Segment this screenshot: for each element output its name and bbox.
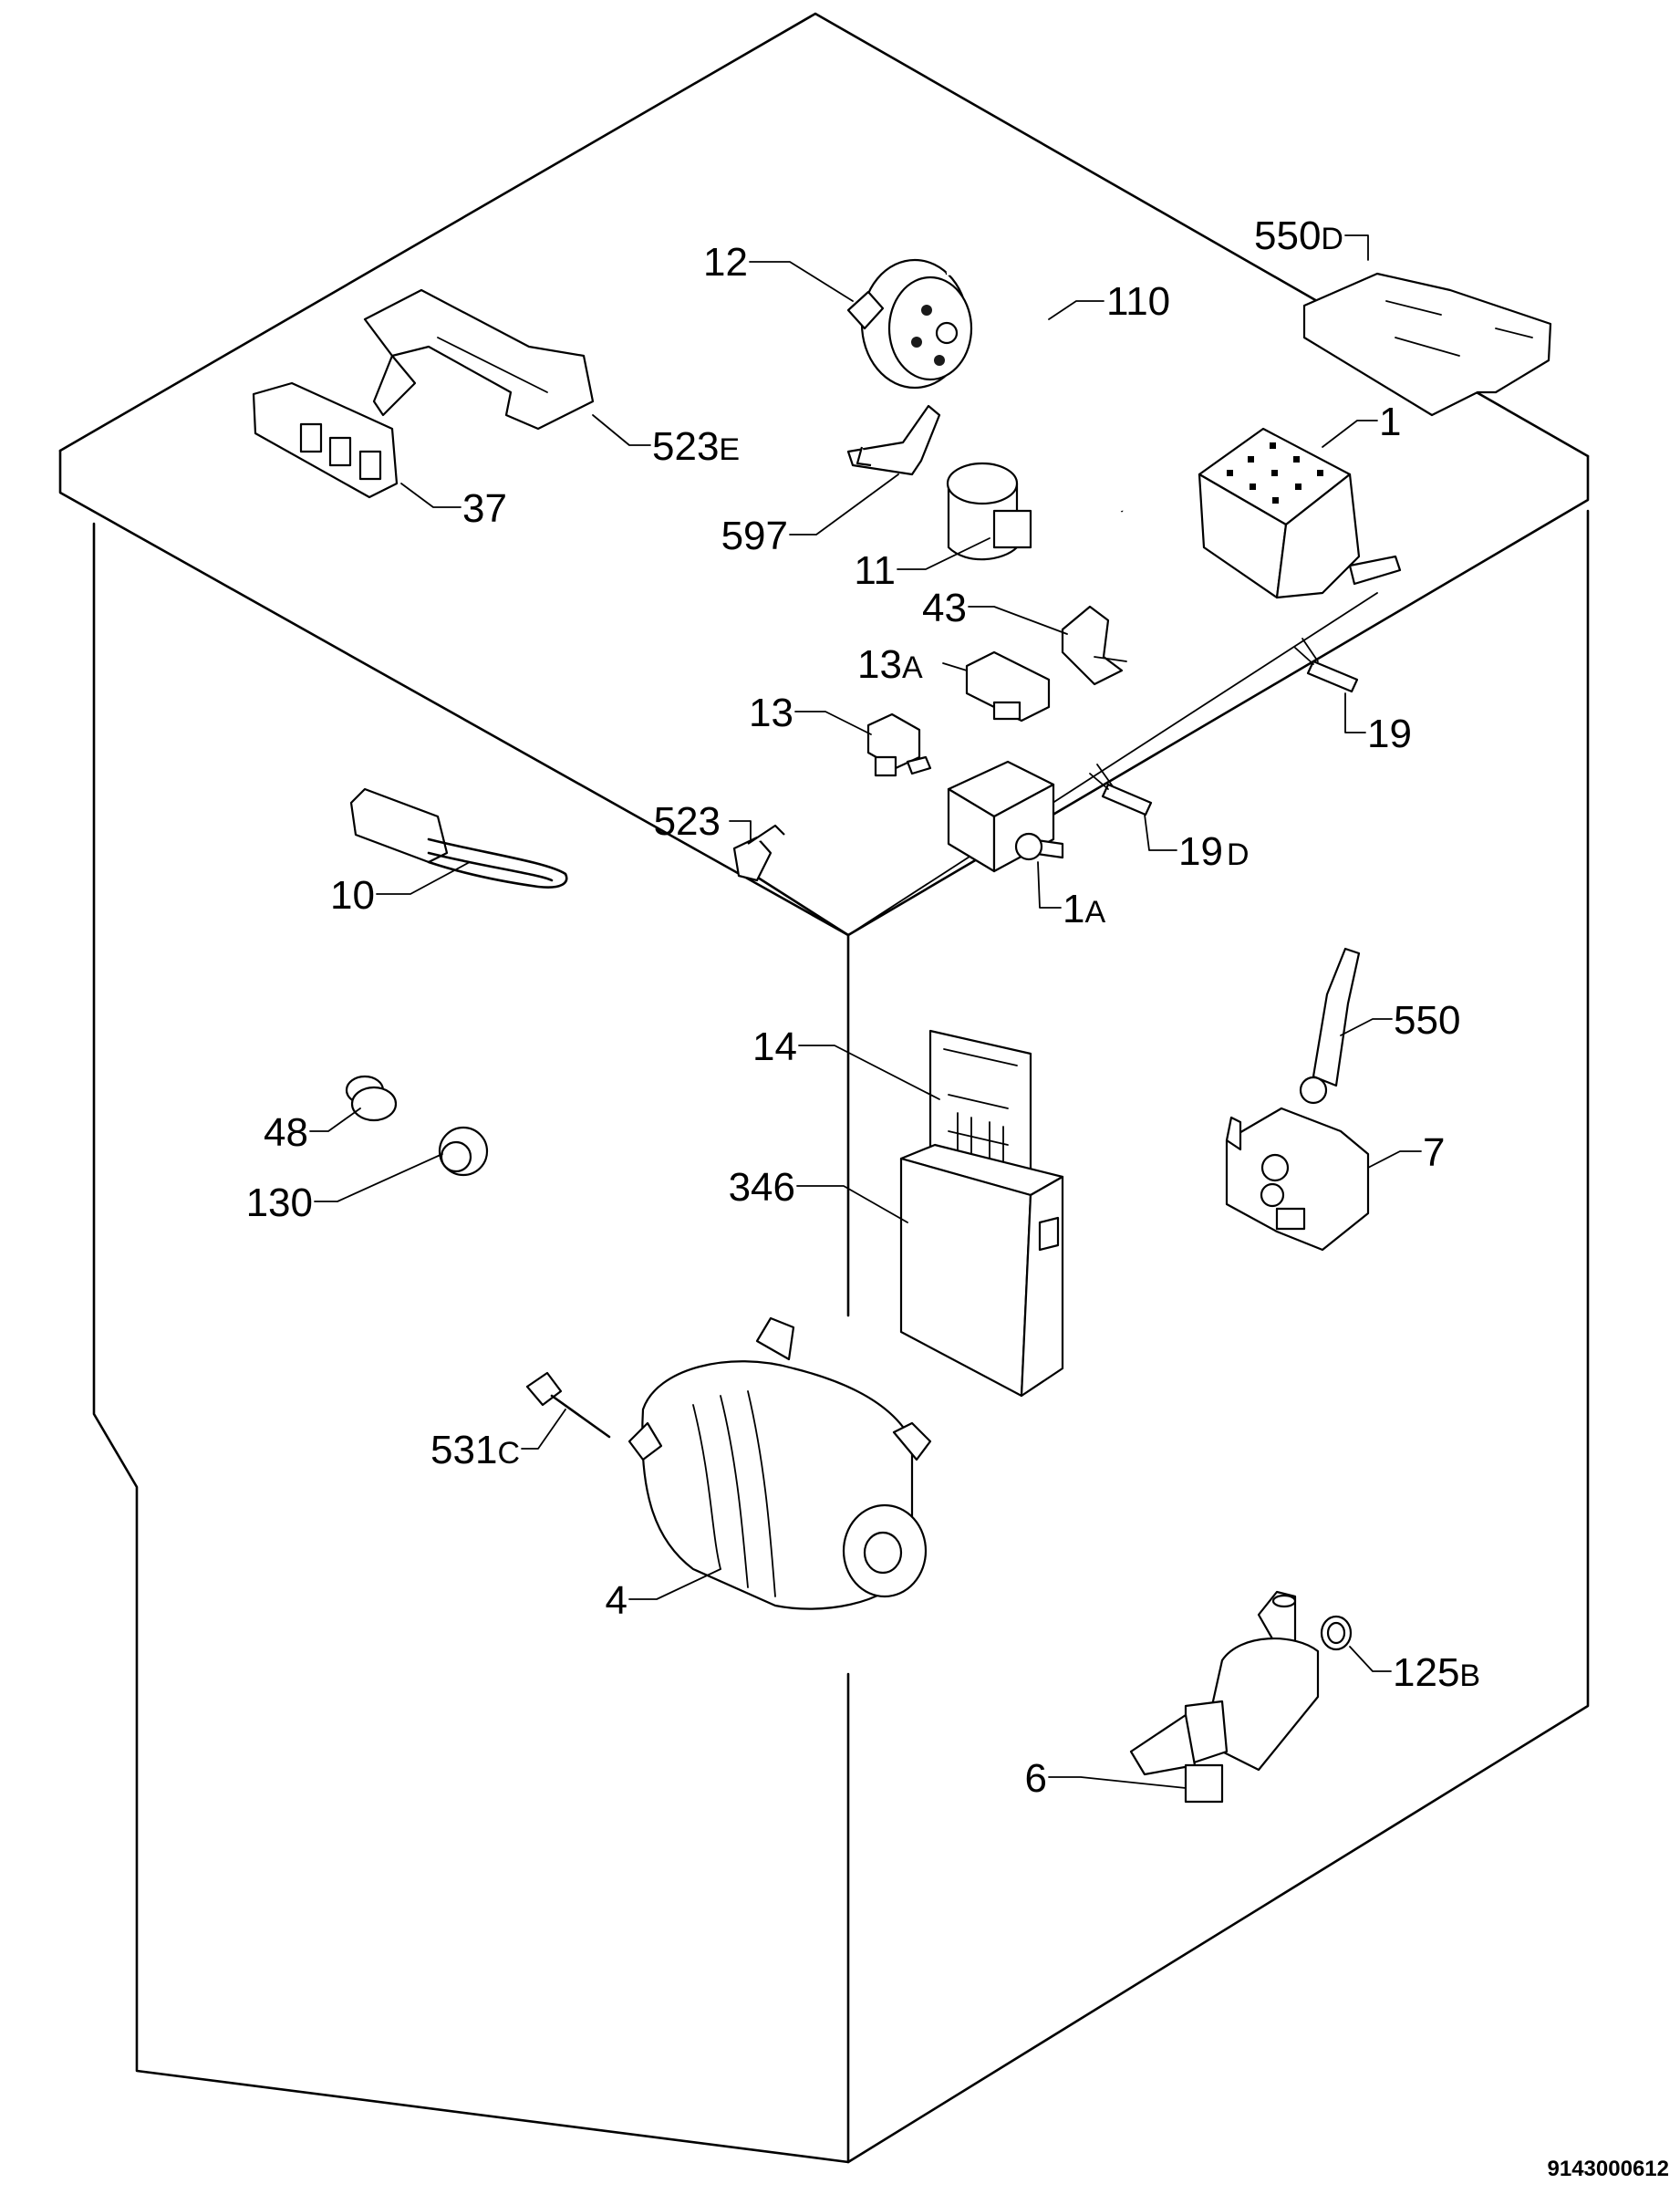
part-43-relay: [1061, 605, 1127, 686]
label-part-13: 13: [749, 691, 793, 735]
label-part-13a: 13A: [857, 642, 923, 687]
label-part-523: 523: [654, 799, 721, 844]
leader-43: [968, 606, 1068, 635]
leader-597: [789, 473, 899, 536]
part-37-terminal-block: [252, 381, 399, 499]
label-part-346: 346: [729, 1165, 795, 1210]
leader-19: [1344, 692, 1366, 733]
part-1-programmer: [1198, 427, 1402, 599]
leader-10: [376, 861, 471, 895]
part-4-motor: [627, 1316, 932, 1610]
label-part-10: 10: [330, 873, 375, 918]
label-part-125b: 125B: [1393, 1650, 1480, 1695]
label-part-7: 7: [1423, 1130, 1445, 1175]
leader-19d: [1144, 814, 1177, 851]
part-550d-cover: [1302, 272, 1552, 417]
leader-13a: [942, 662, 968, 671]
label-part-550d: 550D: [1254, 213, 1343, 258]
leader-6: [1048, 1776, 1187, 1789]
leader-7: [1367, 1150, 1422, 1169]
part-550-lever: [1299, 947, 1361, 1105]
label-part-4: 4: [606, 1578, 627, 1623]
leader-4: [628, 1568, 721, 1600]
leader-125b: [1349, 1646, 1392, 1672]
part-13a-connector: [965, 650, 1051, 723]
leader-37: [400, 483, 461, 508]
document-number: 9143000612: [1548, 2157, 1669, 2181]
part-6-drain-pump: [1129, 1590, 1320, 1804]
part-12-pressure-switch: [846, 258, 973, 390]
label-part-48: 48: [264, 1110, 308, 1155]
part-130-ring-nut: [438, 1126, 489, 1177]
leader-1: [1322, 420, 1378, 448]
leader-lines: [309, 234, 1422, 1789]
label-part-110: 110: [1106, 279, 1170, 324]
leader-346: [796, 1185, 908, 1223]
label-part-12: 12: [703, 240, 748, 285]
label-part-14: 14: [752, 1024, 797, 1069]
part-7-door-lock: [1225, 1107, 1370, 1252]
part-labels: 12 110 550D 523E 37 597 11 1 43 13A 13 1…: [246, 213, 1481, 1801]
part-346-dispenser-box: [899, 1143, 1064, 1398]
leader-523: [729, 820, 752, 840]
label-part-19: 19: [1367, 712, 1412, 756]
label-part-550: 550: [1394, 998, 1460, 1043]
part-19-cable-tie: [1294, 638, 1359, 693]
leader-550: [1340, 1018, 1393, 1036]
leader-110: [1048, 300, 1104, 320]
part-110-hose: [945, 270, 1124, 513]
part-13-connector: [866, 712, 932, 777]
part-10-heating-element: [349, 787, 568, 889]
label-part-6: 6: [1025, 1756, 1047, 1801]
label-part-597: 597: [721, 514, 788, 558]
leader-1a: [1037, 861, 1062, 909]
label-part-130: 130: [246, 1180, 313, 1225]
part-597-clip: [846, 404, 941, 476]
leader-48: [309, 1107, 361, 1132]
part-19d-cable-tie: [1089, 764, 1153, 816]
label-part-523e: 523E: [652, 424, 740, 469]
leader-550d: [1344, 234, 1369, 261]
part-11-capacitor: [946, 462, 1032, 561]
leader-523e: [592, 414, 651, 446]
leader-11: [897, 537, 990, 570]
label-part-531c: 531C: [430, 1428, 520, 1472]
leader-12: [749, 261, 854, 302]
part-48-lamp: [345, 1075, 398, 1122]
part-523-clip: [732, 824, 785, 882]
leader-14: [798, 1045, 940, 1100]
label-part-11: 11: [854, 548, 896, 593]
label-part-43: 43: [922, 586, 967, 630]
part-125b-seal: [1320, 1615, 1353, 1651]
part-523e-bracket: [363, 288, 595, 431]
label-part-1a: 1A: [1063, 887, 1105, 931]
part-531c-screw: [525, 1371, 611, 1439]
part-1a-switch: [947, 760, 1064, 873]
leader-130: [314, 1153, 443, 1202]
leader-531c: [521, 1409, 566, 1450]
label-part-1: 1: [1379, 400, 1401, 444]
leader-13: [794, 711, 872, 735]
label-part-37: 37: [462, 486, 507, 531]
